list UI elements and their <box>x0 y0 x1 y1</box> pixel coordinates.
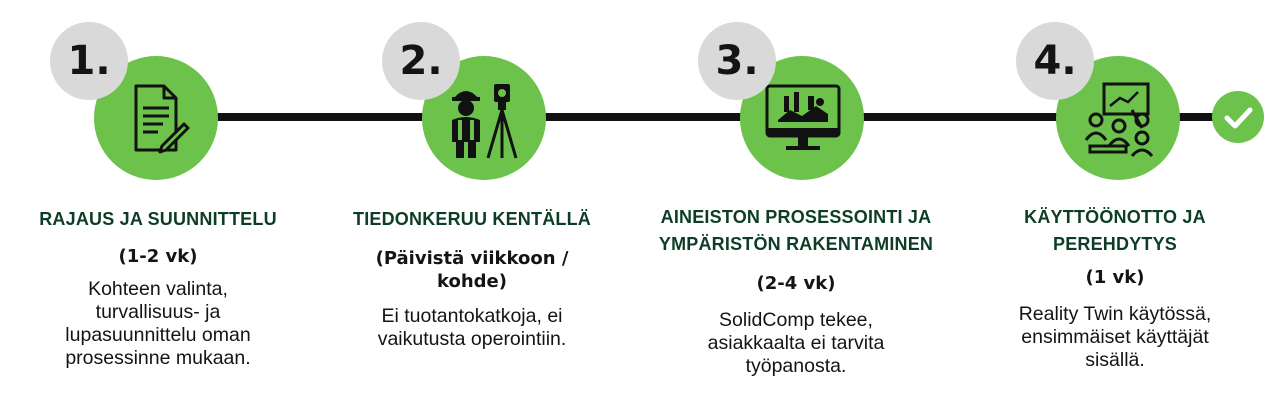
step-4-duration: (1 vk) <box>1085 267 1145 288</box>
timeline-line <box>120 113 1240 121</box>
training-meeting-icon <box>1084 82 1154 158</box>
step-1-number: 1. <box>50 22 128 100</box>
checkmark-icon <box>1224 107 1253 129</box>
step-3-number: 3. <box>698 22 776 100</box>
step-2-title: TIEDONKERUU KENTÄLLÄ <box>353 209 591 229</box>
document-pencil-icon <box>134 84 190 154</box>
monitor-factory-icon <box>765 84 841 150</box>
step-2-description: Ei tuotantokatkoja, ei vaikutusta operoi… <box>377 305 567 350</box>
step-2-circle <box>422 56 546 180</box>
step-4-title: KÄYTTÖÖNOTTO JA PEREHDYTYS <box>1024 207 1206 254</box>
step-3-description: SolidComp tekee, asiakkaalta ei tarvita … <box>707 309 885 377</box>
step-1-title: RAJAUS JA SUUNNITTELU <box>39 209 277 229</box>
step-4-text: KÄYTTÖÖNOTTO JA PEREHDYTYS (1 vk) Realit… <box>970 204 1260 372</box>
step-4-number: 4. <box>1016 22 1094 100</box>
step-4-description: Reality Twin käytössä, ensimmäiset käytt… <box>1018 303 1212 371</box>
step-1-text: RAJAUS JA SUUNNITTELU (1-2 vk) Kohteen v… <box>18 206 298 370</box>
step-2-duration: (Päivistä viikkoon / kohde) <box>375 248 569 292</box>
step-3-text: AINEISTON PROSESSOINTI JA YMPÄRISTÖN RAK… <box>636 204 956 378</box>
step-1-description: Kohteen valinta, turvallisuus- ja lupasu… <box>65 278 251 369</box>
step-3-title: AINEISTON PROSESSOINTI JA YMPÄRISTÖN RAK… <box>658 207 934 254</box>
step-2-text: TIEDONKERUU KENTÄLLÄ (Päivistä viikkoon … <box>322 206 622 351</box>
step-2-number: 2. <box>382 22 460 100</box>
surveyor-icon <box>452 84 518 159</box>
step-1-duration: (1-2 vk) <box>118 246 198 267</box>
completion-marker <box>1212 91 1264 143</box>
step-3-circle <box>740 56 864 180</box>
step-3-duration: (2-4 vk) <box>756 273 836 294</box>
